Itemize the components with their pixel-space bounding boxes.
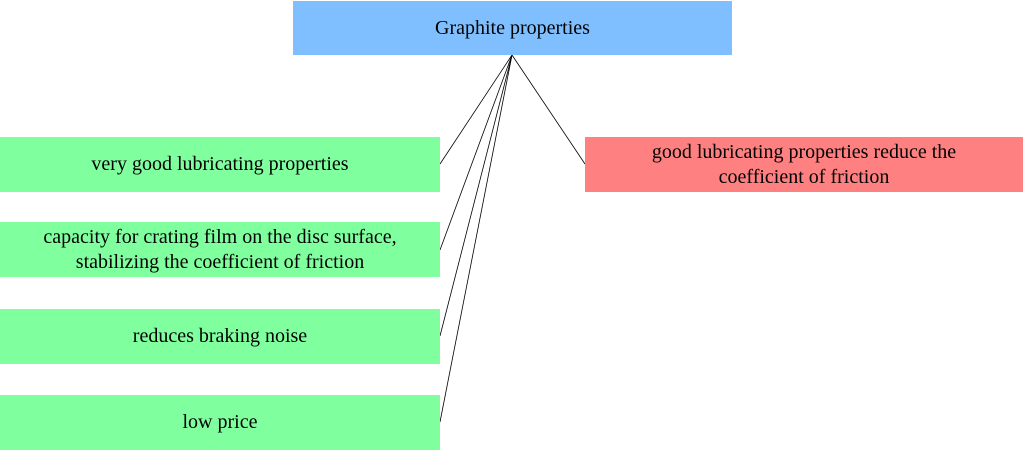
property-label: very good lubricating properties [91, 153, 349, 175]
connector-line [439, 54, 513, 165]
property-label: capacity for crating film on the disc su… [43, 225, 397, 273]
root-node: Graphite properties [293, 1, 732, 55]
root-node-label: Graphite properties [435, 16, 590, 39]
connector-line [439, 54, 513, 251]
property-node: low price [0, 395, 440, 450]
effect-label: good lubricating properties reduce the c… [651, 140, 957, 188]
connector-line [439, 54, 513, 423]
property-label: low price [182, 411, 258, 433]
property-node: reduces braking noise [0, 309, 440, 364]
connector-line [439, 54, 513, 337]
property-node: capacity for crating film on the disc su… [0, 222, 440, 277]
connector-line [511, 54, 586, 165]
effect-node: good lubricating properties reduce the c… [585, 137, 1023, 192]
property-label: reduces braking noise [132, 325, 308, 347]
property-node: very good lubricating properties [0, 137, 440, 192]
